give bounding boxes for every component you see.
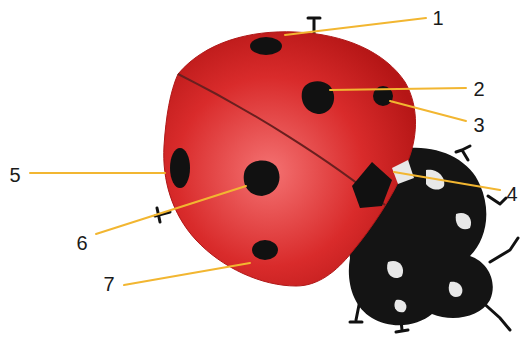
callout-number: 2 <box>473 78 484 100</box>
ladybug-head <box>349 148 493 325</box>
leader-line <box>330 88 466 90</box>
ladybug-spots <box>170 37 393 260</box>
callout-number: 5 <box>9 164 20 186</box>
ladybug-shell <box>164 32 416 286</box>
ladybug-legs <box>155 18 518 332</box>
callout-number: 7 <box>103 273 114 295</box>
leader-line <box>394 172 500 190</box>
leader-line <box>96 186 246 234</box>
leader-line <box>390 101 466 121</box>
leader-line <box>30 172 165 174</box>
callout-number: 3 <box>473 114 484 136</box>
callout-number: 1 <box>432 7 443 29</box>
callout-number: 4 <box>506 183 517 205</box>
callout-number: 6 <box>76 232 87 254</box>
leader-line <box>124 263 250 285</box>
leader-line <box>285 18 426 35</box>
leader-lines <box>30 18 500 285</box>
